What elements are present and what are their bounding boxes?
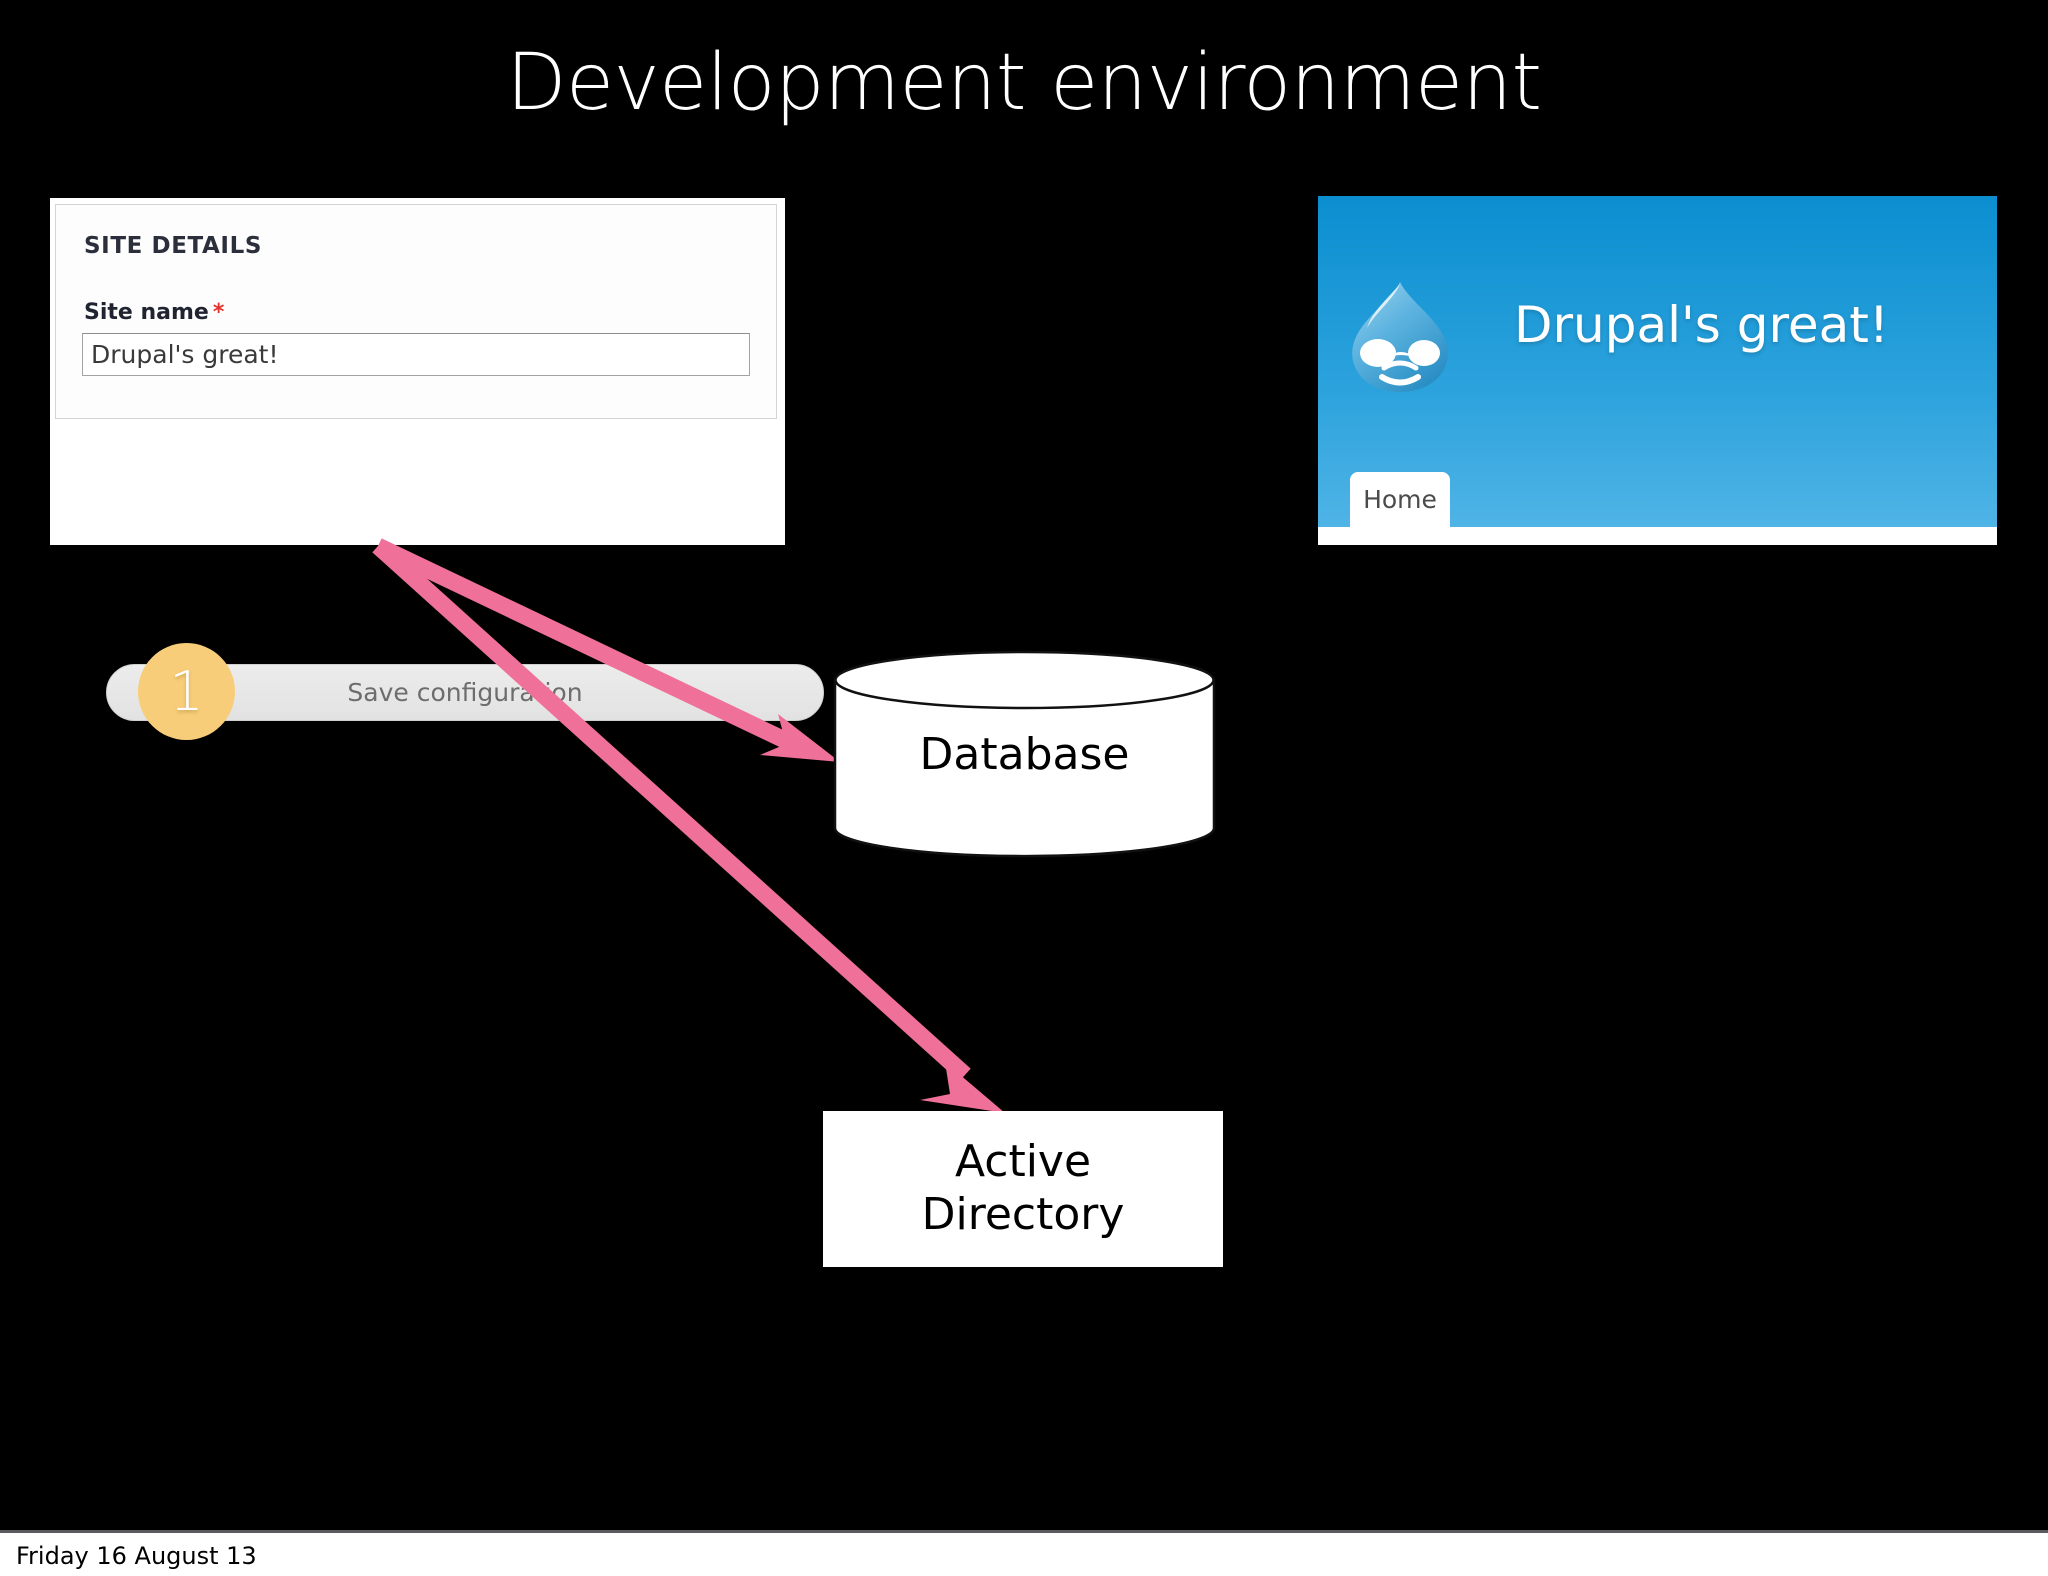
active-directory-label-line1: Active	[954, 1136, 1092, 1188]
site-name-label-text: Site name	[84, 300, 209, 325]
site-details-heading: SITE DETAILS	[84, 233, 263, 259]
database-node: Database	[833, 650, 1216, 858]
site-name-label: Site name*	[84, 300, 224, 325]
site-slogan: Drupal's great!	[1514, 296, 1889, 354]
site-details-fieldset: SITE DETAILS Site name*	[55, 204, 777, 419]
active-directory-label-line2: Directory	[921, 1189, 1125, 1240]
drupal-droplet-icon	[1352, 282, 1448, 392]
active-directory-node: Active Directory	[823, 1111, 1223, 1267]
database-label: Database	[919, 728, 1130, 780]
page-title: Development environment	[506, 38, 1542, 128]
database-cylinder-icon	[833, 650, 1216, 858]
required-asterisk-icon: *	[212, 300, 225, 325]
home-tab[interactable]: Home	[1350, 472, 1450, 527]
footer-date: Friday 16 August 13	[16, 1542, 257, 1570]
footer-bar: Friday 16 August 13	[0, 1536, 2048, 1576]
step-badge-1: 1	[138, 643, 235, 740]
admin-form-panel: SITE DETAILS Site name* Save configurati…	[50, 198, 824, 740]
site-preview-panel: Drupal's great! Home	[1318, 196, 1997, 545]
site-name-input[interactable]	[82, 333, 750, 376]
